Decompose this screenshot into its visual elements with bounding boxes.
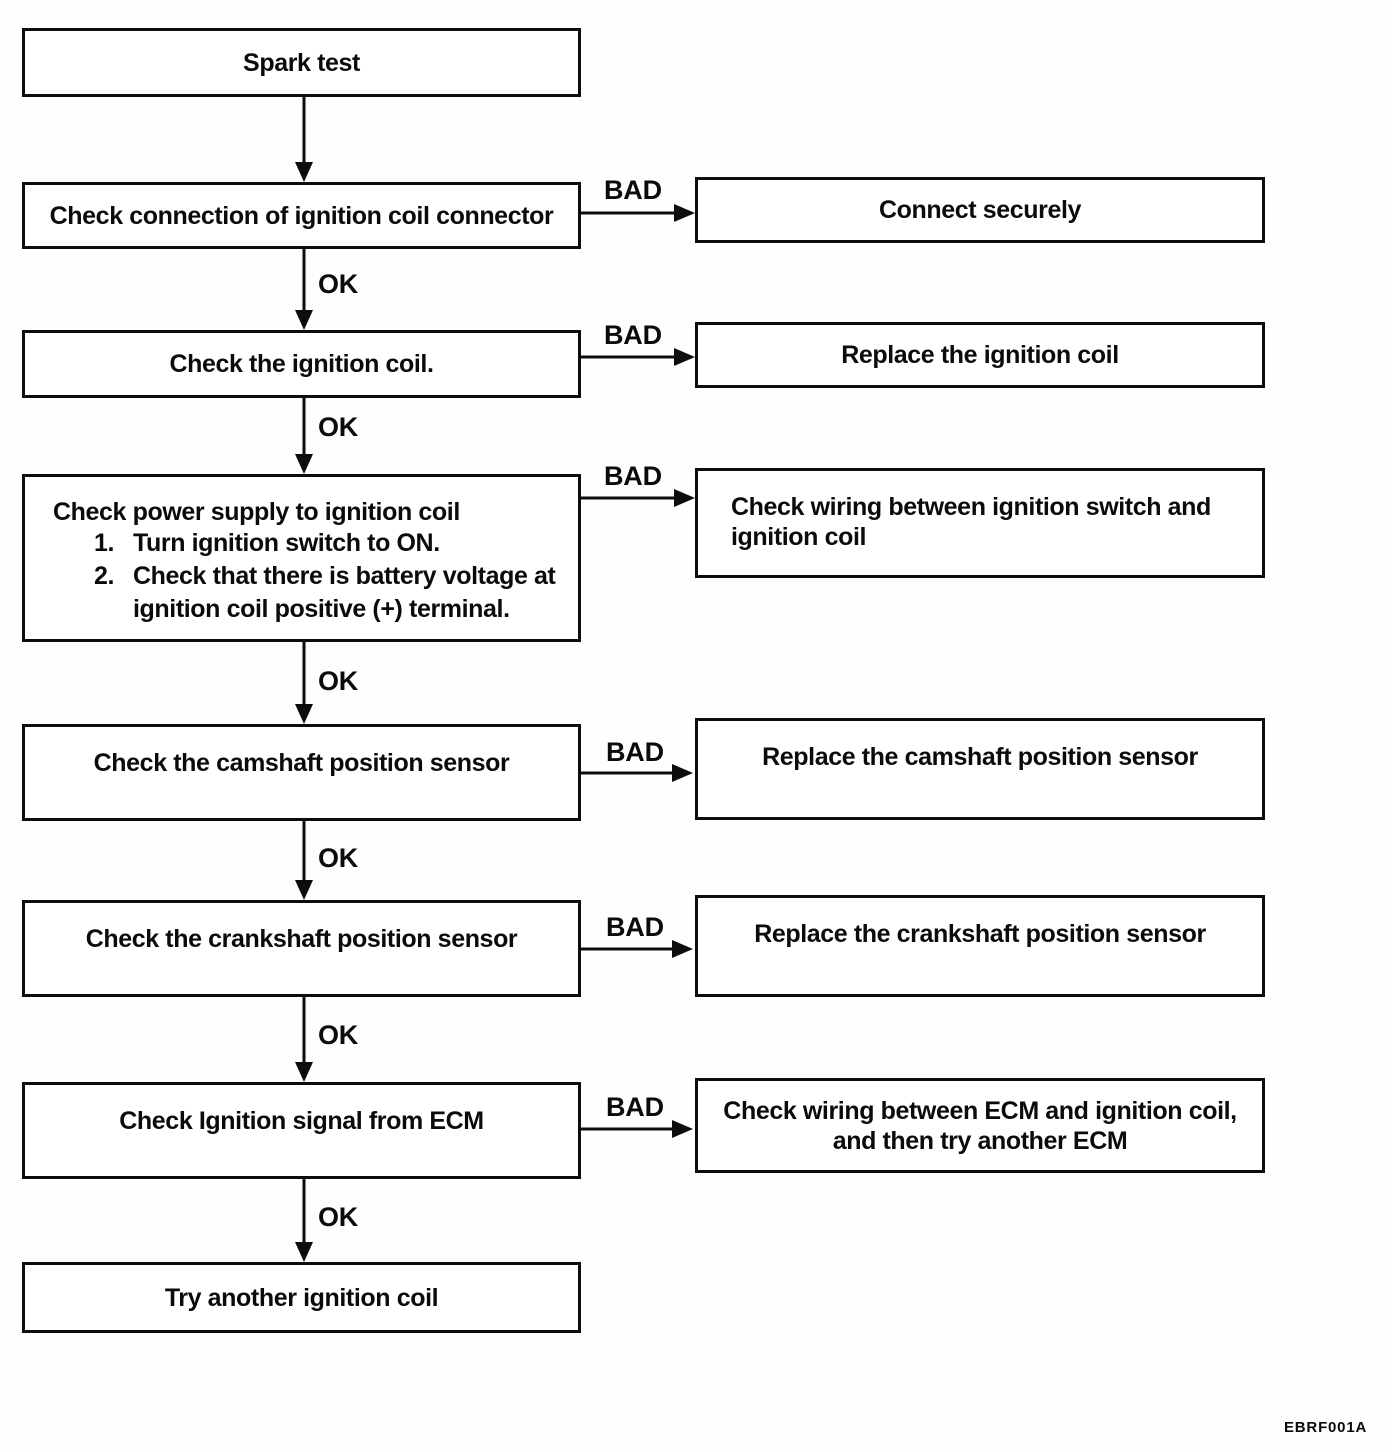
- node-label: Check connection of ignition coil connec…: [49, 201, 554, 230]
- edge-label-ok-2: OK: [318, 412, 359, 442]
- edge-label-bad-coil: BAD: [604, 320, 662, 350]
- node-replace-crankshaft: Replace the crankshaft position sensor: [695, 895, 1265, 997]
- edge-label-bad-crankshaft: BAD: [606, 912, 664, 942]
- node-spark-test: Spark test: [22, 28, 581, 97]
- figure-code: EBRF001A: [1284, 1419, 1368, 1436]
- node-check-ignition-coil: Check the ignition coil.: [22, 330, 581, 398]
- step-number: 2.: [94, 562, 115, 590]
- edge-label-ok-1: OK: [318, 269, 359, 299]
- arrow-down-coil-to-power: [295, 398, 313, 474]
- step-text-line: ignition coil positive (+) terminal.: [133, 595, 510, 623]
- node-connect-securely: Connect securely: [695, 177, 1265, 243]
- node-check-power-supply: Check power supply to ignition coil 1. T…: [22, 474, 581, 642]
- node-replace-ignition-coil: Replace the ignition coil: [695, 322, 1265, 388]
- step-number: 1.: [94, 529, 115, 557]
- node-label: Check the crankshaft position sensor: [85, 925, 518, 953]
- node-label-title: Check power supply to ignition coil: [53, 498, 460, 526]
- edge-label-ok-5: OK: [318, 1020, 359, 1050]
- arrow-bad-connection: [581, 204, 695, 222]
- arrow-down-ecm-to-try: [295, 1179, 313, 1262]
- node-label: Replace the crankshaft position sensor: [754, 920, 1206, 948]
- node-label-line: ignition coil: [731, 523, 867, 551]
- arrow-down-camshaft-to-crankshaft: [295, 821, 313, 900]
- edge-label-bad-power: BAD: [604, 461, 662, 491]
- node-label: Check the ignition coil.: [169, 350, 434, 378]
- node-try-another-coil: Try another ignition coil: [22, 1262, 581, 1333]
- power-supply-step-1: 1. Turn ignition switch to ON.: [94, 527, 570, 560]
- node-check-wiring-ecm: Check wiring between ECM and ignition co…: [695, 1078, 1265, 1173]
- step-text-line: Turn ignition switch to ON.: [133, 529, 440, 557]
- step-text-line: Check that there is battery voltage at: [133, 562, 556, 590]
- node-label: Connect securely: [878, 196, 1081, 224]
- node-label: Check Ignition signal from ECM: [119, 1107, 484, 1135]
- arrow-down-connection-to-coil: [295, 249, 313, 330]
- node-label: Check the camshaft position sensor: [93, 749, 510, 777]
- arrow-down-power-to-camshaft: [295, 642, 313, 724]
- edge-label-bad-connection: BAD: [604, 175, 662, 205]
- node-label-line: Check wiring between ECM and ignition co…: [723, 1096, 1237, 1125]
- arrow-bad-coil: [581, 348, 695, 366]
- node-label: Replace the camshaft position sensor: [762, 743, 1198, 771]
- arrow-down-spark-to-connection: [295, 97, 313, 182]
- node-label: Replace the ignition coil: [841, 341, 1119, 369]
- node-check-wiring-ignition-switch: Check wiring between ignition switch and…: [695, 468, 1265, 578]
- edge-label-ok-3: OK: [318, 666, 359, 696]
- node-check-connection: Check connection of ignition coil connec…: [22, 182, 581, 249]
- arrow-bad-crankshaft: [581, 940, 693, 958]
- node-replace-camshaft: Replace the camshaft position sensor: [695, 718, 1265, 820]
- node-label-line: Check wiring between ignition switch and: [731, 493, 1211, 521]
- node-label: Try another ignition coil: [164, 1283, 439, 1312]
- arrow-down-crankshaft-to-ecm: [295, 997, 313, 1082]
- node-label: Check wiring between ignition switch and…: [731, 492, 1211, 552]
- node-label: Check wiring between ECM and ignition co…: [723, 1096, 1237, 1156]
- edge-label-bad-ecm: BAD: [606, 1092, 664, 1122]
- edge-label-ok-6: OK: [318, 1202, 359, 1232]
- arrow-bad-power: [581, 489, 695, 507]
- node-label-line: and then try another ECM: [832, 1126, 1128, 1155]
- edge-label-ok-4: OK: [318, 843, 359, 873]
- node-check-crankshaft: Check the crankshaft position sensor: [22, 900, 581, 997]
- node-check-ecm-signal: Check Ignition signal from ECM: [22, 1082, 581, 1179]
- node-label: Spark test: [243, 48, 360, 77]
- node-check-camshaft: Check the camshaft position sensor: [22, 724, 581, 821]
- arrow-bad-ecm: [581, 1120, 693, 1138]
- power-supply-step-2: 2. Check that there is battery voltage a…: [94, 560, 570, 626]
- edge-label-bad-camshaft: BAD: [606, 737, 664, 767]
